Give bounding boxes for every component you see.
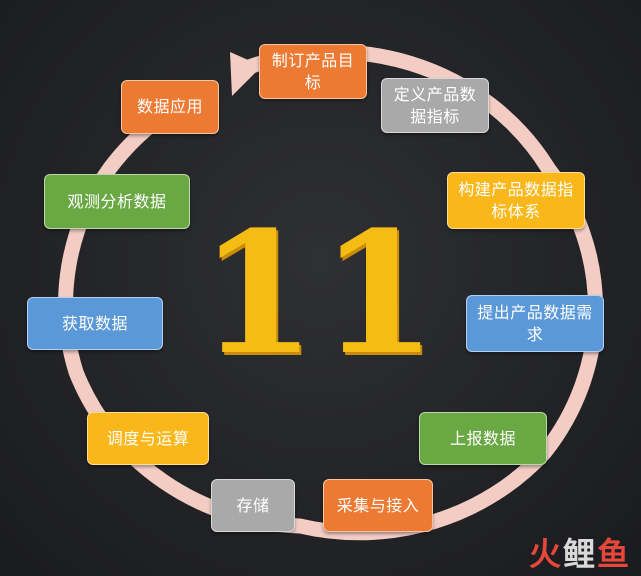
center-number: 11 — [199, 194, 441, 392]
cycle-arrow-head-icon — [230, 52, 262, 96]
watermark-char-1: 火 — [528, 535, 563, 573]
step-label: 制订产品目标 — [271, 50, 355, 92]
step-label: 数据应用 — [136, 97, 203, 116]
step-label: 提出产品数据需求 — [477, 302, 593, 344]
watermark-logo: 火 鲤 鱼 — [528, 532, 631, 573]
watermark-char-3: 鱼 — [596, 535, 631, 573]
step-build-metric-system: 构建产品数据指标体系 — [447, 172, 585, 229]
step-set-product-goal: 制订产品目标 — [259, 44, 367, 99]
step-report-data: 上报数据 — [419, 412, 547, 465]
watermark-char-2: 鲤 — [562, 535, 597, 573]
step-label: 观测分析数据 — [67, 191, 167, 211]
step-label: 获取数据 — [61, 313, 128, 333]
step-raise-data-requirements: 提出产品数据需求 — [466, 295, 604, 352]
step-label: 定义产品数据指标 — [393, 84, 477, 126]
step-label: 上报数据 — [449, 428, 516, 448]
step-schedule-and-compute: 调度与运算 — [87, 412, 209, 465]
step-define-data-metrics: 定义产品数据指标 — [381, 78, 489, 133]
step-collect-and-ingest: 采集与接入 — [323, 479, 433, 532]
step-fetch-data: 获取数据 — [27, 297, 163, 350]
step-label: 调度与运算 — [106, 428, 190, 448]
step-observe-and-analyze: 观测分析数据 — [44, 174, 190, 229]
step-label: 存储 — [236, 495, 270, 515]
step-label: 采集与接入 — [336, 495, 420, 515]
step-data-application: 数据应用 — [121, 80, 219, 134]
step-label: 构建产品数据指标体系 — [458, 179, 574, 221]
step-storage: 存储 — [211, 479, 295, 532]
cycle-ring-path — [58, 44, 603, 541]
